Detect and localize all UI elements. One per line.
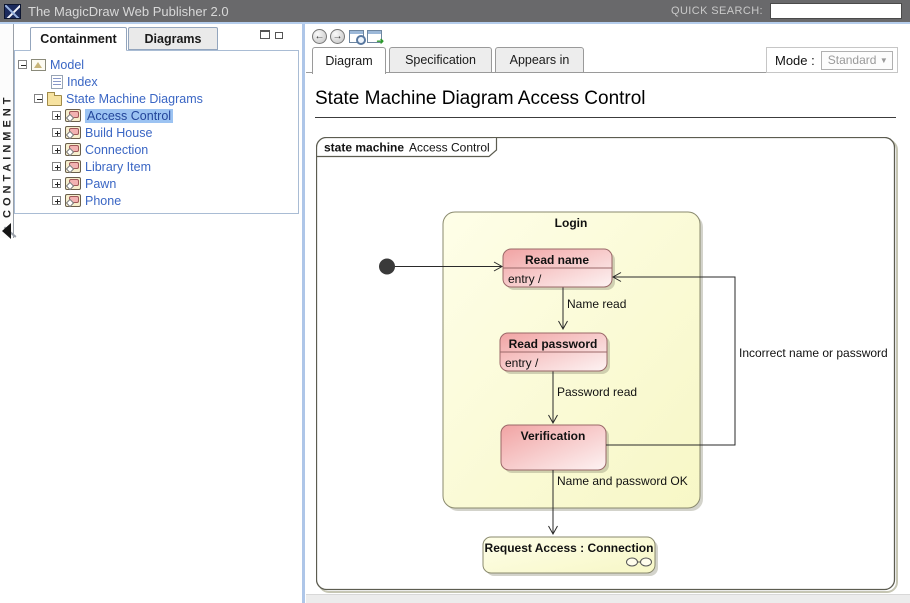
folder-icon	[47, 91, 62, 106]
state-machine-diagram-icon	[65, 194, 81, 207]
expand-toggle-icon[interactable]	[52, 196, 61, 205]
forward-button[interactable]: →	[330, 29, 345, 44]
tree-item-library-item[interactable]: Library Item	[15, 158, 298, 175]
collapse-toggle-icon[interactable]	[34, 94, 43, 103]
state-verification-title: Verification	[521, 429, 586, 443]
panel-divider[interactable]	[302, 24, 305, 603]
tree-item-phone[interactable]: Phone	[15, 192, 298, 209]
minimize-panel-icon[interactable]	[260, 30, 270, 39]
state-machine-diagram-icon	[65, 177, 81, 190]
tree-item-label[interactable]: Library Item	[85, 159, 151, 174]
transition-incorrect-loop	[606, 276, 736, 446]
titlebar: The MagicDraw Web Publisher 2.0 QUICK SE…	[0, 0, 910, 22]
state-verification[interactable]: Verification	[500, 424, 609, 473]
accent-line	[0, 22, 910, 24]
heading-rule	[315, 117, 896, 118]
index-document-icon	[51, 74, 63, 89]
arrowhead-down-icon	[548, 525, 558, 536]
app-title: The MagicDraw Web Publisher 2.0	[28, 3, 229, 19]
state-request-access[interactable]: Request Access : Connection	[482, 536, 658, 576]
tree-item-index[interactable]: Index	[15, 73, 298, 90]
preview-window-icon[interactable]	[349, 30, 366, 45]
arrowhead-right-icon	[493, 261, 504, 272]
state-read-password-entry: entry /	[505, 356, 539, 370]
expand-toggle-icon[interactable]	[52, 179, 61, 188]
state-read-password[interactable]: Read password entry /	[499, 332, 610, 374]
mode-value: Standard	[827, 53, 877, 67]
tree-item-label[interactable]: Model	[50, 57, 85, 72]
tab-diagrams[interactable]: Diagrams	[128, 27, 218, 50]
restore-panel-icon[interactable]	[275, 29, 287, 39]
state-read-name-title: Read name	[525, 253, 589, 267]
state-machine-diagram-icon	[65, 143, 81, 156]
expand-toggle-icon[interactable]	[52, 128, 61, 137]
tree-item-label[interactable]: Connection	[85, 142, 149, 157]
tree-item-access-control[interactable]: Access Control	[15, 107, 298, 124]
state-request-access-title: Request Access : Connection	[485, 541, 654, 555]
quick-search: QUICK SEARCH:	[671, 3, 910, 19]
magicdraw-logo-icon	[4, 3, 21, 19]
frame-name-tab	[317, 138, 498, 158]
state-read-name-entry: entry /	[508, 272, 542, 286]
tree-item-label[interactable]: State Machine Diagrams	[66, 91, 203, 106]
expand-toggle-icon[interactable]	[52, 111, 61, 120]
tree-item-label[interactable]: Phone	[85, 193, 122, 208]
initial-state-dot[interactable]	[379, 258, 395, 275]
containment-vertical-label: CONTAINMENT	[1, 93, 14, 218]
tree-item-label-selected[interactable]: Access Control	[85, 108, 174, 123]
submachine-icon	[626, 557, 652, 567]
containment-tree: Model Index State Machine Diagrams Acces…	[14, 50, 299, 214]
back-button[interactable]: ←	[312, 29, 327, 44]
frame-keyword: state machine	[324, 141, 404, 155]
transition-password-read-label: Password read	[557, 385, 637, 399]
collapse-toggle-icon[interactable]	[18, 60, 27, 69]
tree-item-label[interactable]: Pawn	[85, 176, 117, 191]
tree-item-connection[interactable]: Connection	[15, 141, 298, 158]
quick-search-input[interactable]	[770, 3, 902, 19]
page-title: State Machine Diagram Access Control	[315, 88, 646, 109]
bottom-strip	[306, 594, 910, 603]
tab-bar-line	[306, 72, 898, 73]
collapse-sidebar-arrow-icon[interactable]	[2, 223, 11, 239]
tab-appears-in[interactable]: Appears in	[495, 47, 584, 73]
state-machine-diagram: state machine Access Control Login Read …	[316, 137, 898, 593]
arrowhead-down-icon	[558, 320, 568, 331]
state-login-title: Login	[555, 216, 588, 230]
transition-ok-label: Name and password OK	[557, 474, 688, 488]
tab-containment[interactable]: Containment	[30, 27, 127, 51]
transition-name-read-label: Name read	[567, 297, 626, 311]
tree-item-pawn[interactable]: Pawn	[15, 175, 298, 192]
tree-item-state-machine-diagrams[interactable]: State Machine Diagrams	[15, 90, 298, 107]
expand-toggle-icon[interactable]	[52, 162, 61, 171]
chevron-down-icon: ▼	[879, 55, 888, 65]
mode-label: Mode :	[775, 52, 815, 68]
mode-select[interactable]: Standard ▼	[820, 50, 893, 70]
model-icon	[31, 58, 46, 71]
arrowhead-down-icon	[548, 414, 558, 425]
expand-toggle-icon[interactable]	[52, 145, 61, 154]
quick-search-label: QUICK SEARCH:	[671, 5, 763, 17]
mode-control: Mode : Standard ▼	[766, 47, 898, 73]
tree-item-build-house[interactable]: Build House	[15, 124, 298, 141]
tab-specification[interactable]: Specification	[389, 47, 492, 73]
state-machine-diagram-icon	[65, 126, 81, 139]
tab-diagram[interactable]: Diagram	[312, 47, 386, 74]
open-in-new-window-icon[interactable]	[367, 30, 384, 47]
state-read-password-title: Read password	[509, 337, 598, 351]
frame-name: Access Control	[409, 141, 490, 155]
transition-incorrect-label: Incorrect name or password	[739, 346, 888, 360]
tree-item-label[interactable]: Build House	[85, 125, 153, 140]
arrowhead-left-icon	[611, 272, 622, 282]
tree-item-label[interactable]: Index	[67, 74, 98, 89]
containment-vertical-tab[interactable]	[0, 24, 14, 238]
state-read-name[interactable]: Read name entry /	[502, 248, 615, 290]
state-machine-diagram-icon	[65, 109, 81, 122]
state-machine-diagram-icon	[65, 160, 81, 173]
tree-item-model[interactable]: Model	[15, 56, 298, 73]
